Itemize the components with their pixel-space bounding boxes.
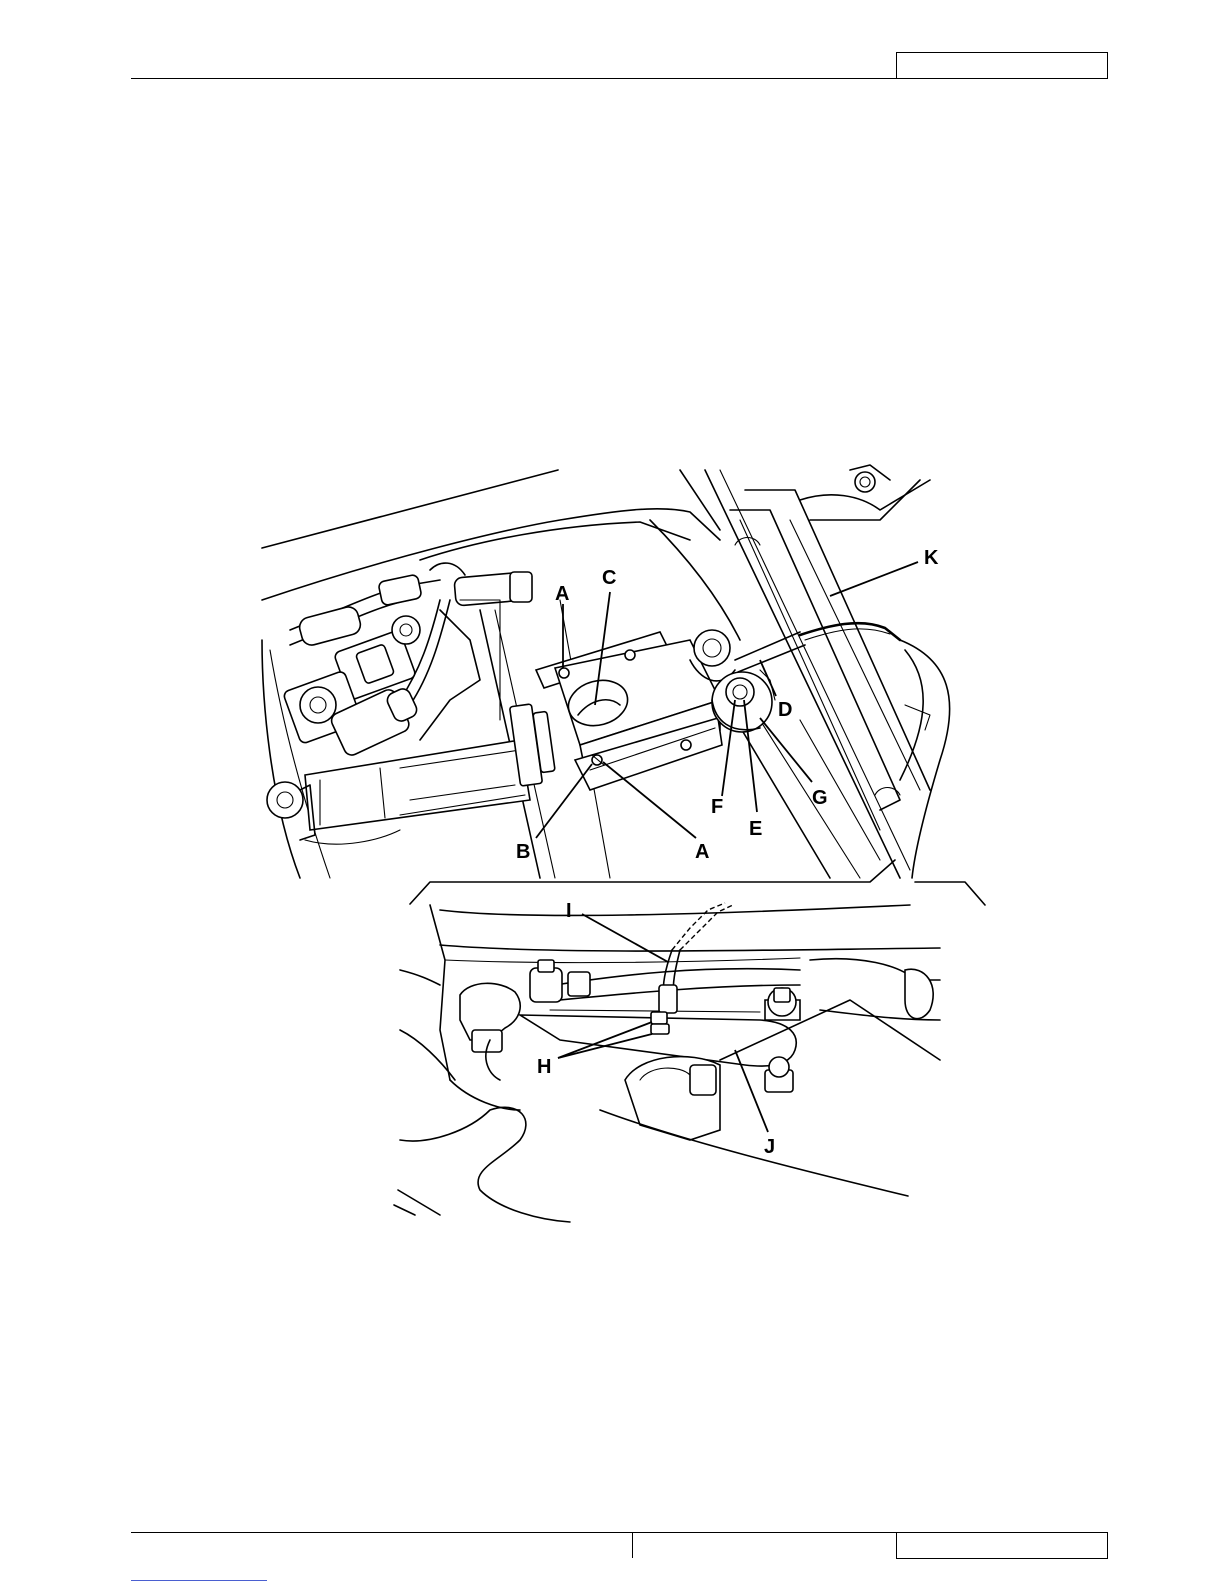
- callout-j: J: [764, 1136, 775, 1158]
- footer-right-box: [896, 1532, 1108, 1559]
- footer-center-divider: [632, 1532, 633, 1558]
- callout-e: E: [749, 818, 762, 840]
- inset-view-drawing: [394, 860, 985, 1222]
- callout-g: G: [812, 787, 828, 809]
- callout-i: I: [566, 900, 572, 922]
- callout-d: D: [778, 699, 792, 721]
- callout-a-top: A: [555, 583, 569, 605]
- callout-a-bottom: A: [695, 841, 709, 863]
- top-view-drawing: [262, 465, 950, 878]
- callout-b: B: [516, 841, 530, 863]
- footer-link-underline[interactable]: [131, 1580, 267, 1581]
- callout-k: K: [924, 547, 939, 569]
- callout-c: C: [602, 567, 616, 589]
- callout-h: H: [537, 1056, 551, 1078]
- callout-f: F: [711, 796, 723, 818]
